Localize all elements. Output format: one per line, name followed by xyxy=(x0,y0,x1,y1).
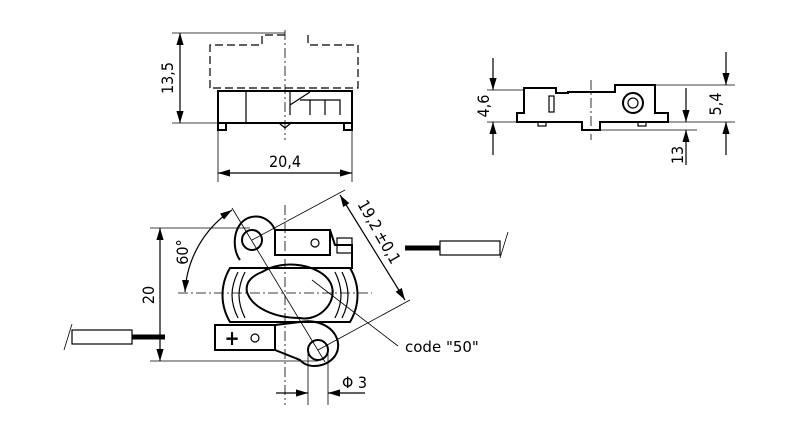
dim-4-6: 4,6 xyxy=(474,95,493,118)
side-view: 4,6 5,4 13 xyxy=(474,52,735,165)
dim-60-deg: 60° xyxy=(173,239,192,265)
dim-5-4: 5,4 xyxy=(706,93,725,116)
dim-13: 13 xyxy=(668,146,687,164)
top-view: 13,5 20,4 xyxy=(158,30,359,182)
code-label: code "50" xyxy=(405,338,479,356)
polarity-plus-mark: + xyxy=(224,326,239,350)
dim-20-4: 20,4 xyxy=(269,152,301,171)
dim-13-5: 13,5 xyxy=(158,62,177,94)
dim-diameter-3: Φ 3 xyxy=(342,373,367,392)
dim-19-2: 19,2 xyxy=(354,197,386,234)
plan-view: + 19,2 ±0,1 20 60° code "50" Φ xyxy=(63,189,509,405)
dim-tolerance: ±0,1 xyxy=(371,227,405,267)
dim-20: 20 xyxy=(139,286,158,304)
